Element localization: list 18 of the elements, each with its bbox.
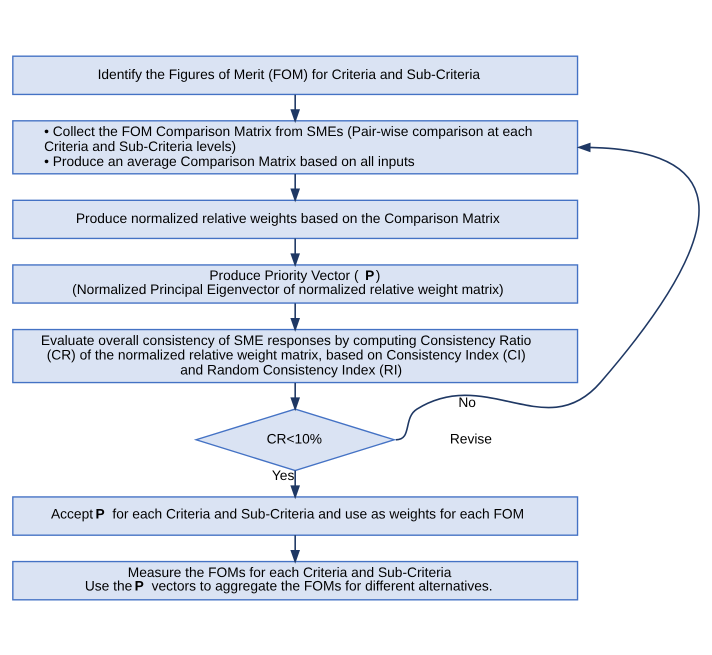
node-box: Identify the Figures of Merit (FOM) for Criteria and Sub-Criteria (12, 55, 578, 95)
node-box: Accept P for each Criteria and Sub-Criteria and use as weights for each FOM (12, 496, 578, 536)
node-box: Produce normalized relative weights based on the Comparison Matrix (12, 199, 578, 239)
node-box: Evaluate overall consistency of SME responses by computing Consistency Ratio (CR) of the normalized relative weight matrix, based on Consistency Index (CI) and Random Consistency Index (RI) (12, 328, 578, 383)
arrow (396, 142, 700, 440)
node-box: Produce Priority Vector (P) (Normalized Principal Eigenvector of normalized relative weight matrix) (12, 264, 578, 304)
arrow (290, 174, 300, 202)
arrow (290, 302, 300, 332)
label: Revise (450, 430, 492, 446)
arrow (290, 382, 300, 411)
arrow (290, 470, 300, 499)
node-box: • Collect the FOM Comparison Matrix from SMEs (Pair-wise comparison at each Criteria and Sub-Criteria levels) • Produce an average Comparison Matrix based on all inputs (12, 120, 578, 174)
arrow (290, 238, 300, 267)
node-box: Measure the FOMs for each Criteria and Sub-Criteria Use the P vectors to aggregate the FOMs for different alternatives. (12, 560, 578, 600)
edge-label: No (458, 394, 476, 410)
node-diamond: CR<10% (194, 408, 397, 471)
arrow (290, 534, 300, 564)
arrow (290, 94, 300, 123)
